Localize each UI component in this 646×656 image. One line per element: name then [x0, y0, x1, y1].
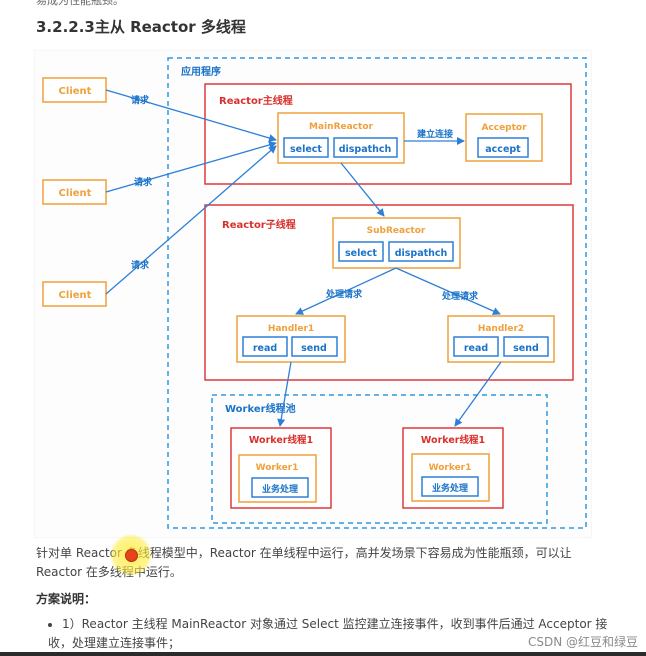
- intro-paragraph: 针对单 Reactor 多线程模型中，Reactor 在单线程中运行，高并发场景…: [36, 546, 572, 579]
- svg-text:Worker1: Worker1: [429, 463, 472, 473]
- bullet-item: 1）Reactor 主线程 MainReactor 对象通过 Select 监控…: [48, 615, 608, 653]
- handle-request-label-1: 处理请求: [325, 288, 363, 300]
- client-box-3: Client: [42, 281, 107, 307]
- reactor-sub-thread-label: Reactor子线程: [222, 218, 296, 231]
- arrow-handler2-to-worker2: [454, 361, 502, 427]
- svg-text:Acceptor: Acceptor: [481, 123, 527, 133]
- sub-reactor-box: SubReactor select dispathch: [332, 217, 461, 269]
- svg-text:select: select: [290, 144, 322, 155]
- svg-text:accept: accept: [485, 144, 521, 155]
- request-label-1: 请求: [131, 94, 150, 106]
- cursor-pointer-icon: [125, 549, 138, 562]
- svg-text:dispathch: dispathch: [395, 248, 448, 259]
- svg-text:业务处理: 业务处理: [432, 482, 468, 494]
- svg-text:Worker线程1: Worker线程1: [421, 434, 485, 446]
- svg-text:read: read: [253, 343, 277, 354]
- client-box-1: Client: [42, 77, 107, 103]
- svg-text:send: send: [301, 343, 327, 354]
- previous-text-fragment: 易成为性能瓶颈。: [36, 0, 124, 7]
- application-label: 应用程序: [181, 65, 221, 78]
- bottom-border: [0, 652, 646, 656]
- svg-text:业务处理: 业务处理: [262, 483, 298, 495]
- svg-text:Client: Client: [59, 188, 92, 199]
- arrow-client2-to-mainreactor: [105, 141, 277, 193]
- arrow-sub-to-handler2: [395, 267, 501, 315]
- arrow-sub-to-handler1: [295, 267, 397, 315]
- arrow-client3-to-mainreactor: [105, 145, 277, 295]
- scheme-subheading: 方案说明：: [36, 592, 97, 606]
- svg-text:Client: Client: [59, 86, 92, 97]
- svg-text:MainReactor: MainReactor: [309, 122, 373, 132]
- request-label-3: 请求: [131, 259, 150, 271]
- svg-text:Worker线程1: Worker线程1: [249, 434, 313, 446]
- arrow-handler1-to-worker1: [277, 361, 292, 427]
- bullet-dot-icon: [48, 622, 52, 627]
- svg-text:Handler2: Handler2: [478, 324, 524, 334]
- worker-thread-1-box: Worker线程1 Worker1 业务处理: [230, 427, 332, 509]
- csdn-watermark: CSDN @红豆和绿豆: [528, 633, 639, 650]
- main-reactor-box: MainReactor select dispathch: [277, 112, 405, 164]
- worker-pool-region: [211, 394, 548, 524]
- svg-text:select: select: [345, 248, 377, 259]
- svg-text:Worker1: Worker1: [256, 463, 299, 473]
- reactor-main-thread-label: Reactor主线程: [219, 94, 293, 107]
- acceptor-box: Acceptor accept: [465, 113, 543, 162]
- worker-pool-label: Worker线程池: [225, 402, 296, 415]
- flow-arrows: [105, 89, 502, 427]
- client-box-2: Client: [42, 179, 107, 205]
- svg-text:dispathch: dispathch: [339, 144, 392, 155]
- svg-text:Client: Client: [59, 290, 92, 301]
- handler2-box: Handler2 read send: [447, 315, 555, 363]
- section-heading: 3.2.2.3主从 Reactor 多线程: [36, 18, 246, 36]
- svg-text:Handler1: Handler1: [268, 324, 314, 334]
- bullet-text: 1）Reactor 主线程 MainReactor 对象通过 Select 监控…: [48, 617, 608, 650]
- svg-text:send: send: [513, 343, 539, 354]
- request-label-2: 请求: [134, 176, 153, 188]
- handle-request-label-2: 处理请求: [441, 290, 479, 302]
- svg-text:read: read: [464, 343, 488, 354]
- worker-thread-2-box: Worker线程1 Worker1 业务处理: [402, 427, 504, 509]
- connect-label: 建立连接: [417, 128, 453, 140]
- reactor-architecture-diagram: 应用程序 Client Client Client Reactor主线程 Mai…: [34, 50, 592, 538]
- application-region: [167, 57, 587, 529]
- arrow-client1-to-mainreactor: [105, 89, 277, 142]
- handler1-box: Handler1 read send: [236, 315, 346, 363]
- arrow-main-to-subreactor: [340, 162, 385, 217]
- svg-text:SubReactor: SubReactor: [367, 226, 426, 236]
